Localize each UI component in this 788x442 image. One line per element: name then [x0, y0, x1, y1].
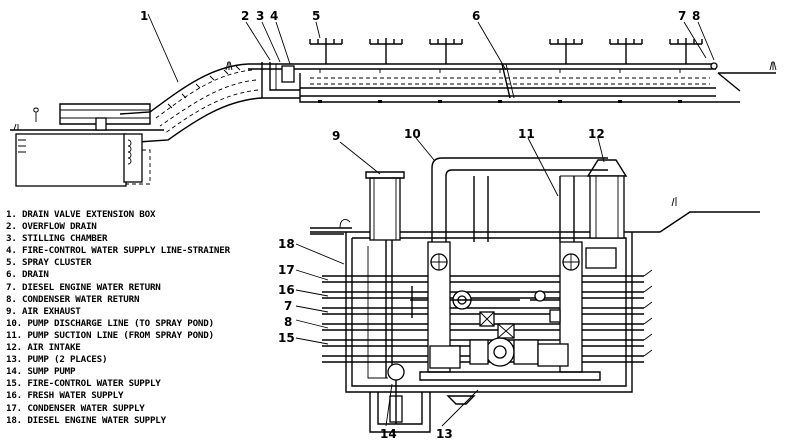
callout-10: 10	[404, 127, 421, 141]
legend-item: 6. DRAIN	[6, 269, 49, 281]
callout-5: 5	[312, 9, 320, 23]
legend-item: 5. SPRAY CLUSTER	[6, 257, 92, 269]
legend-item: 18. DIESEL ENGINE WATER SUPPLY	[6, 414, 166, 426]
legend-item: 17. CONDENSER WATER SUPPLY	[6, 402, 145, 414]
callout-7: 7	[678, 9, 686, 23]
sloped-pipes	[119, 63, 263, 143]
legend-item: 15. FIRE-CONTROL WATER SUPPLY	[6, 378, 161, 390]
legend-item: 9. AIR EXHAUST	[6, 305, 81, 317]
callout-8-lower: 8	[284, 315, 292, 329]
legend-item: 8. CONDENSER WATER RETURN	[6, 293, 140, 305]
callout-11: 11	[518, 127, 535, 141]
spray-clusters	[309, 38, 703, 64]
spray-pond-section	[10, 38, 777, 187]
callout-16: 16	[278, 283, 295, 297]
legend-item: 14. SUMP PUMP	[6, 366, 76, 378]
callout-6: 6	[472, 9, 480, 23]
legend-item: 2. OVERFLOW DRAIN	[6, 221, 97, 233]
overhead-pipes	[431, 157, 608, 242]
legend-item: 3. STILLING CHAMBER	[6, 233, 108, 245]
pump-house-section: 1 2 3 4 5 6 7 8 9 10 11 12 18 17 16 7 8 …	[140, 9, 760, 441]
legend-list: 1. DRAIN VALVE EXTENSION BOX 2. OVERFLOW…	[6, 209, 230, 427]
callout-2: 2	[241, 9, 249, 23]
air-intake	[586, 159, 628, 239]
leader-lines	[147, 13, 715, 427]
callout-numbers: 1 2 3 4 5 6 7 8 9 10 11 12 18 17 16 7 8 …	[140, 9, 700, 441]
callout-1: 1	[140, 9, 148, 23]
air-exhaust-stack	[365, 171, 405, 378]
callout-13: 13	[436, 427, 453, 441]
pump-column-left	[410, 241, 520, 373]
callout-3: 3	[256, 9, 264, 23]
callout-9: 9	[332, 129, 340, 143]
callout-14: 14	[380, 427, 397, 441]
legend-item: 10. PUMP DISCHARGE LINE (TO SPRAY POND)	[6, 317, 214, 329]
legend-item: 4. FIRE-CONTROL WATER SUPPLY LINE-STRAIN…	[6, 245, 230, 257]
legend-item: 16. FRESH WATER SUPPLY	[6, 390, 124, 402]
legend-item: 12. AIR INTAKE	[6, 342, 81, 354]
sump-pump	[367, 246, 405, 424]
callout-12: 12	[588, 127, 605, 141]
callout-8: 8	[692, 9, 700, 23]
legend-item: 7. DIESEL ENGINE WATER RETURN	[6, 281, 161, 293]
left-pump-house	[15, 103, 151, 187]
pump-units	[419, 323, 601, 381]
callout-4: 4	[270, 9, 278, 23]
callout-15: 15	[278, 331, 295, 345]
legend-item: 13. PUMP (2 PLACES)	[6, 354, 108, 366]
callout-18: 18	[278, 237, 295, 251]
legend-item: 1. DRAIN VALVE EXTENSION BOX	[6, 209, 156, 220]
callout-7-lower: 7	[284, 299, 292, 313]
pipe-supports	[318, 69, 682, 103]
legend-item: 11. PUMP SUCTION LINE (FROM SPRAY POND)	[6, 329, 214, 341]
callout-17: 17	[278, 263, 295, 277]
